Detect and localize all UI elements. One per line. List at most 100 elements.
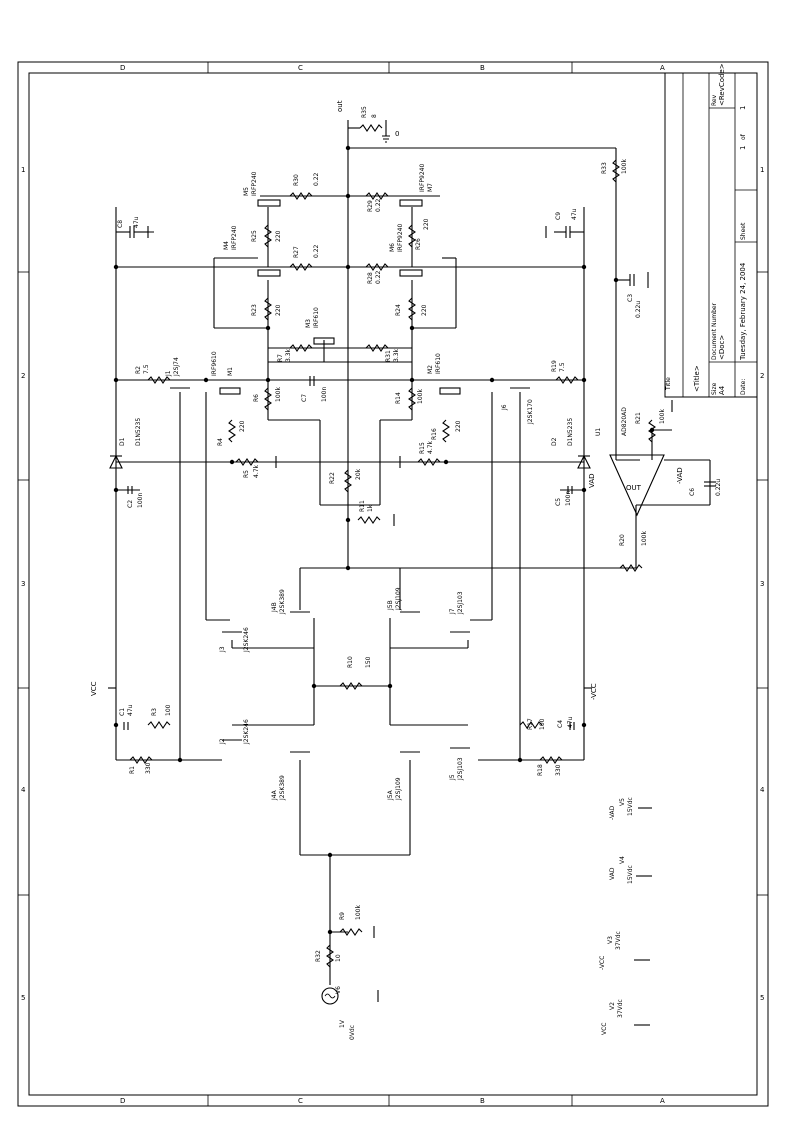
zone-letter-bottom: A — [660, 1097, 665, 1105]
val-J4A: J2SK389 — [279, 775, 286, 801]
val-R2: 7.5 — [143, 364, 150, 374]
ref-C6: C6 — [689, 488, 696, 496]
title-label: Title — [665, 377, 672, 391]
wires — [108, 120, 711, 985]
val-R29: 0.22 — [375, 198, 382, 212]
val-R17: 100 — [539, 718, 546, 730]
val-M7: IRFP9240 — [419, 164, 426, 192]
ref-R17: R17 — [527, 718, 534, 730]
ref-C3: C3 — [627, 294, 634, 302]
ref-U1: U1 — [595, 428, 602, 436]
ref-D2: D2 — [551, 437, 558, 446]
supply-net-labels: -VAD VAD -VCC VCC — [599, 805, 616, 1035]
val-R20: 100k — [641, 531, 648, 546]
ref-C5: C5 — [555, 498, 562, 506]
zone-letter-top: A — [660, 64, 665, 72]
ground-symbols — [147, 120, 673, 1002]
val-R5: 4.7k — [253, 464, 260, 478]
ref-R24: R24 — [395, 304, 402, 316]
ref-M2: M2 — [427, 365, 434, 374]
val-J1: J2SJ74 — [173, 357, 180, 377]
ref-J5A: J5A — [387, 789, 394, 801]
ref-R27: R27 — [293, 246, 300, 258]
ref-C1: C1 — [119, 708, 126, 716]
title-block: Title <Title> Size A4 Document Number <D… — [664, 63, 758, 398]
ref-R31: R31 — [385, 350, 392, 362]
val-R35: 8 — [371, 114, 378, 118]
val-C4: 47u — [567, 716, 574, 728]
junctions — [113, 145, 655, 935]
zone-number: 2 — [760, 372, 764, 380]
val-R27: 0.22 — [313, 244, 320, 258]
ref-R30: R30 — [293, 174, 300, 186]
val-C1: 47u — [127, 704, 134, 716]
zone-labels: D C B A D C B A 1 2 3 4 5 1 2 3 4 5 — [21, 64, 765, 1105]
zone-letter-top: B — [480, 64, 485, 72]
ref-R26: R26 — [415, 238, 422, 250]
ref-R21: R21 — [635, 412, 642, 424]
source-symbols — [321, 807, 652, 1026]
zone-letter-bottom: B — [480, 1097, 485, 1105]
val-J5B: J2SJ109 — [395, 587, 402, 611]
title-value: <Title> — [693, 365, 701, 392]
val-R31: 3.3k — [393, 348, 400, 362]
val-R1: 330 — [145, 762, 152, 774]
ref-R33: R33 — [601, 162, 608, 174]
val-C2: 100n — [137, 493, 144, 508]
supply-label-vad: VAD — [609, 867, 616, 880]
val-J4B: J2SK389 — [279, 589, 286, 615]
ref-V3: V3 — [607, 936, 614, 944]
ref-R16: R16 — [431, 428, 438, 440]
rev-value: <RevCode> — [718, 63, 726, 106]
val-R33: 100k — [621, 159, 628, 174]
zone-letter-bottom: D — [120, 1097, 125, 1105]
rev-label: Rev — [711, 94, 718, 106]
val-R14: 100k — [417, 389, 424, 404]
val-V2: 37Vdc — [617, 999, 624, 1018]
val-C9: 47u — [571, 208, 578, 220]
ref-J4A: J4A — [271, 789, 278, 801]
ref-R10: R10 — [347, 656, 354, 668]
ref-R25: R25 — [251, 230, 258, 242]
diode-symbols — [109, 454, 591, 469]
ref-M1: M1 — [227, 367, 234, 376]
ref-R20: R20 — [619, 534, 626, 546]
ref-R18: R18 — [537, 764, 544, 776]
zone-number: 5 — [21, 994, 25, 1002]
val-D2: D1N5235 — [567, 418, 574, 446]
ref-R3: R3 — [151, 708, 158, 716]
zone-letter-top: D — [120, 64, 125, 72]
zone-letter-top: C — [298, 64, 303, 72]
ref-C7: C7 — [301, 394, 308, 402]
zone-number: 3 — [760, 580, 764, 588]
ref-R23: R23 — [251, 304, 258, 316]
val-V4: 15Vdc — [627, 865, 634, 884]
ref-R35: R35 — [361, 106, 368, 118]
val-R3: 100 — [165, 704, 172, 716]
zone-number: 2 — [21, 372, 25, 380]
val-J3: J2SK246 — [243, 627, 250, 653]
zone-number: 3 — [21, 580, 25, 588]
val-C5: 100n — [565, 491, 572, 506]
val-R15: 4.7k — [427, 440, 434, 454]
ref-J2: J2 — [219, 738, 226, 745]
of-value: 1 — [739, 106, 747, 110]
net-label-nvad: -VAD — [676, 467, 684, 484]
zone-letter-bottom: C — [298, 1097, 303, 1105]
val-M4: IRFP240 — [231, 225, 238, 250]
val-C3: 0.22u — [635, 301, 642, 318]
ref-V4: V4 — [619, 856, 626, 864]
ref-R5: R5 — [243, 470, 250, 478]
val-M1: IRF9610 — [211, 351, 218, 376]
ref-V5: V5 — [619, 798, 626, 806]
val-R19: 7.5 — [559, 362, 566, 372]
val-R11: 1k — [367, 504, 374, 512]
supply-label-nvcc: -VCC — [599, 956, 606, 970]
val-J5A: J2SJ109 — [395, 777, 402, 801]
ref-R19: R19 — [551, 360, 558, 372]
val-R32: 10 — [335, 954, 342, 962]
size-value: A4 — [718, 385, 726, 395]
ref-R28: R28 — [367, 272, 374, 284]
val-R30: 0.22 — [313, 172, 320, 186]
ref-M3: M3 — [305, 319, 312, 328]
